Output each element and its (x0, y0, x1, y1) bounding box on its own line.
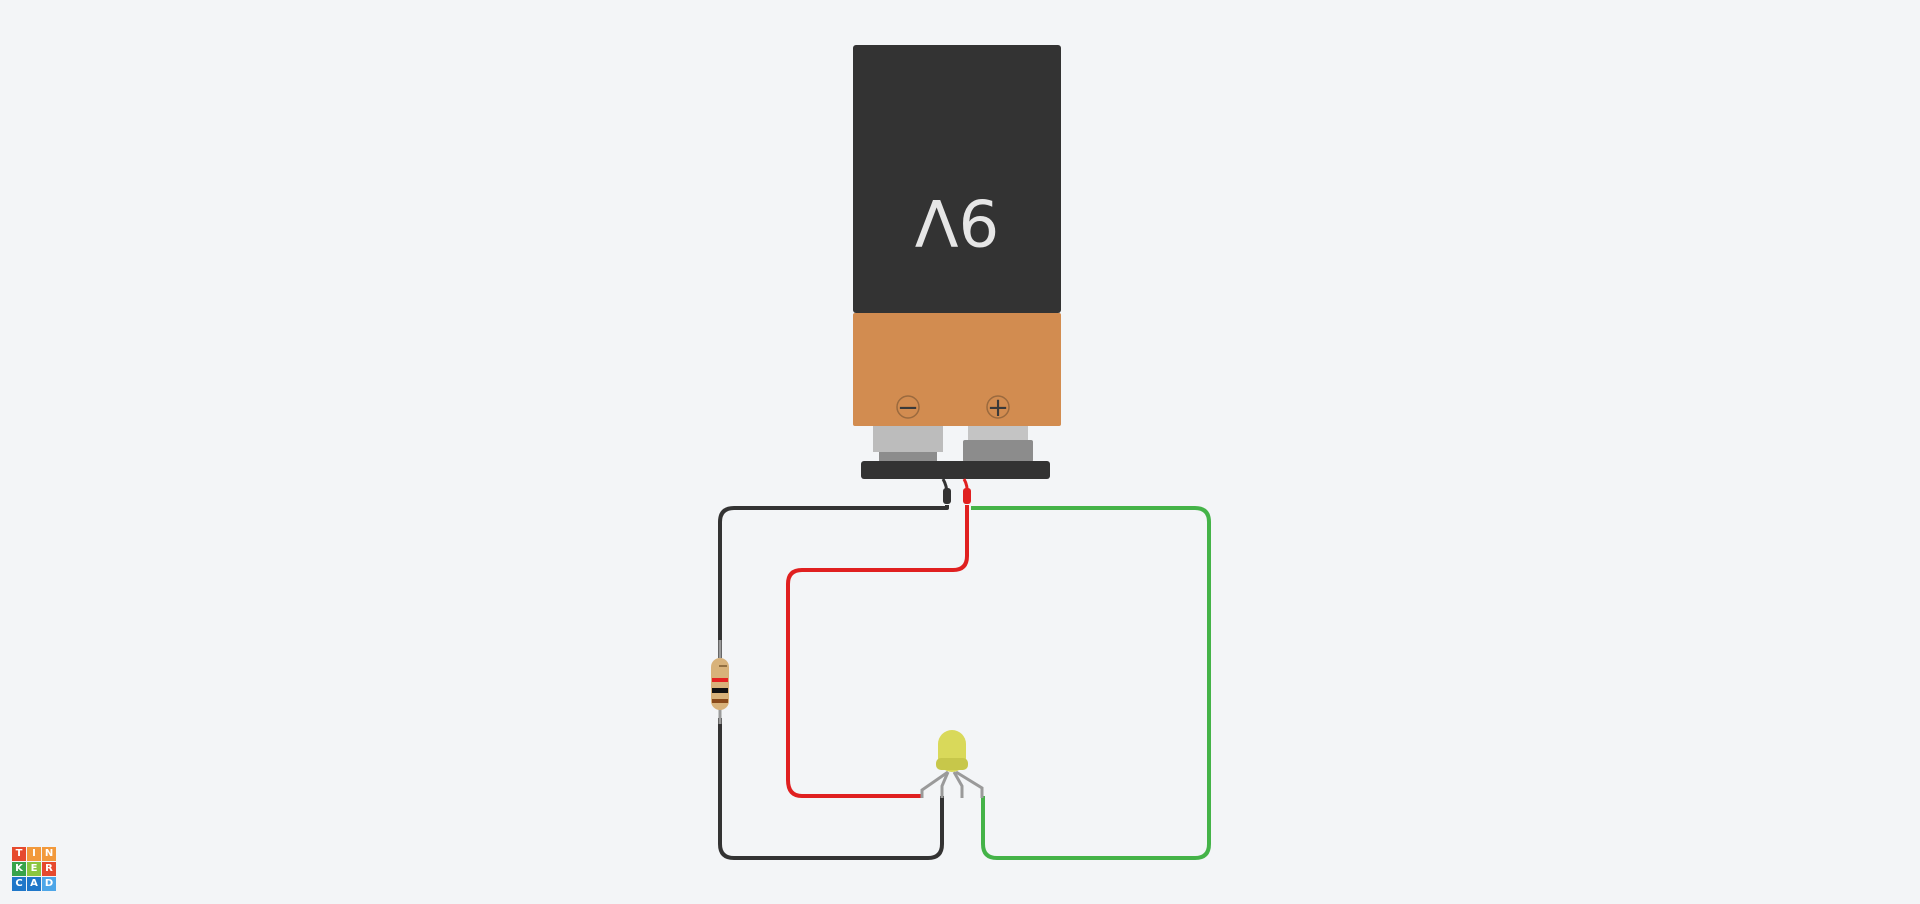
logo-letter: R (42, 862, 56, 876)
negative-terminal-base (879, 452, 937, 462)
clip-connector-black[interactable] (943, 488, 951, 504)
led-lead-red (920, 770, 949, 798)
positive-terminal[interactable] (968, 426, 1028, 440)
resistor-band-2 (712, 688, 728, 693)
battery-clip[interactable] (861, 461, 1050, 479)
battery-body (853, 45, 1061, 313)
logo-letter: C (12, 877, 26, 891)
negative-terminal-sign: − (897, 393, 919, 423)
logo-letter: K (12, 862, 26, 876)
logo-letter: A (27, 877, 41, 891)
battery-voltage-label: 9V (915, 184, 1000, 258)
logo-letter: N (42, 847, 56, 861)
resistor-band-1 (712, 678, 728, 682)
logo-letter: I (27, 847, 41, 861)
battery-band (853, 313, 1061, 426)
rgb-led[interactable] (920, 730, 984, 798)
negative-terminal[interactable] (873, 426, 943, 452)
wire-black-top[interactable] (718, 505, 949, 658)
resistor[interactable] (711, 640, 729, 724)
logo-letter: E (27, 862, 41, 876)
resistor-body (711, 658, 729, 710)
wire-black-bottom[interactable] (718, 718, 944, 860)
clip-connector-red[interactable] (963, 488, 971, 504)
battery-9v[interactable]: 9V − + (853, 45, 1061, 504)
wire-green[interactable] (971, 506, 1211, 860)
logo-letter: T (12, 847, 26, 861)
led-lead-blue (955, 770, 984, 798)
positive-terminal-icon (986, 395, 1010, 419)
negative-terminal-icon (896, 395, 920, 419)
wire-red[interactable] (786, 505, 969, 798)
positive-terminal-sign: + (987, 393, 1009, 423)
positive-terminal-base (963, 440, 1033, 462)
led-rim (936, 758, 968, 770)
logo-letter: D (42, 877, 56, 891)
led-lead-common (940, 771, 950, 798)
resistor-band-3 (712, 699, 728, 703)
led-lead-green (952, 771, 964, 798)
